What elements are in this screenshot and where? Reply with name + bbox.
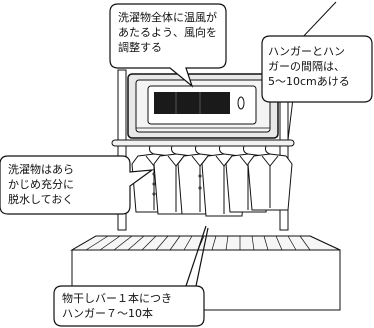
callout-airflow-text: 洗濯物全体に温風が あたるよう、風向を 調整する — [118, 11, 217, 54]
top-right-line — [299, 1, 337, 41]
indicator-lamp — [237, 96, 245, 110]
display-panel — [154, 92, 230, 114]
callout-airflow — [109, 3, 227, 88]
callout-spacing-text: ハンガーとハン ガーの間隔は、 5～10cmあける — [268, 45, 350, 88]
count-pointer — [185, 225, 207, 287]
callout-spacing — [261, 35, 373, 103]
callout-dehydrate-text: 洗濯物はあら かじめ充分に 脱水しておく — [8, 163, 74, 206]
callout-count-text: 物干しバー１本につき ハンガー７～10本 — [62, 292, 172, 320]
callout-count — [53, 225, 209, 327]
dryer-unit — [127, 73, 279, 139]
hanger-6 — [247, 145, 293, 211]
callout-dehydrate — [0, 155, 155, 215]
